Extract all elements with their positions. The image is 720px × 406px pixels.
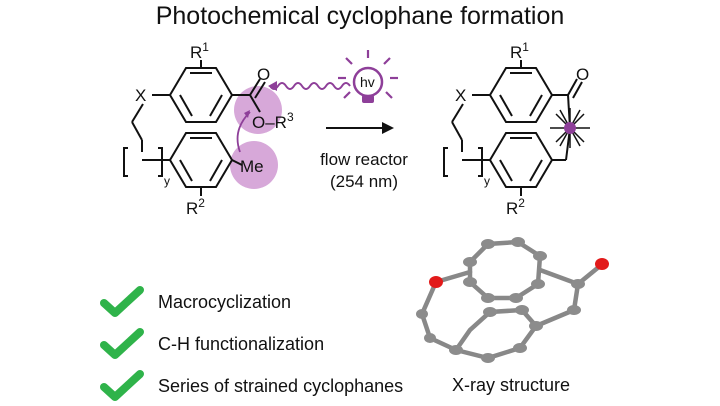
hv-label: hv — [360, 74, 375, 90]
reaction-arrow — [326, 122, 394, 134]
reactant-r2-label: R2 — [186, 196, 205, 218]
list-item-label: Macrocyclization — [158, 292, 292, 312]
reactant-me-label: Me — [240, 157, 264, 176]
xray-caption: X-ray structure — [452, 375, 571, 395]
product-o-label: O — [576, 65, 589, 84]
reactant-r1-label: R1 — [190, 40, 209, 62]
list-item-label: Series of strained cyclophanes — [158, 376, 404, 396]
reactant-structure: X R1 R2 O O–R3 Me y — [123, 40, 294, 218]
page-title: Photochemical cyclophane formation — [155, 2, 565, 30]
check-icon — [100, 370, 144, 401]
reactant-or3-label: O–R3 — [252, 110, 294, 132]
product-x-label: X — [455, 86, 466, 105]
reactant-x-label: X — [135, 86, 146, 105]
product-r1-label: R1 — [510, 40, 529, 62]
conditions-line-1: flow reactor — [320, 150, 408, 169]
reaction-conditions: flow reactor (254 nm) — [306, 150, 422, 192]
list-item-label: C-H functionalization — [158, 334, 325, 354]
xray-structure-model — [416, 237, 609, 363]
radical-center-dot — [564, 122, 576, 134]
conditions-line-2: (254 nm) — [329, 172, 399, 191]
reactant-y-label: y — [164, 174, 170, 188]
reactant-o-label: O — [257, 65, 270, 84]
product-r2-label: R2 — [506, 196, 525, 218]
check-icon — [100, 328, 144, 359]
product-y-label: y — [484, 174, 490, 188]
product-structure: X R1 R2 O y — [443, 40, 590, 218]
methyl-highlight-circle — [230, 141, 278, 189]
photon-wavy-arrow — [268, 81, 351, 91]
lightbulb-icon: hv — [338, 50, 398, 103]
check-icon — [100, 286, 144, 317]
